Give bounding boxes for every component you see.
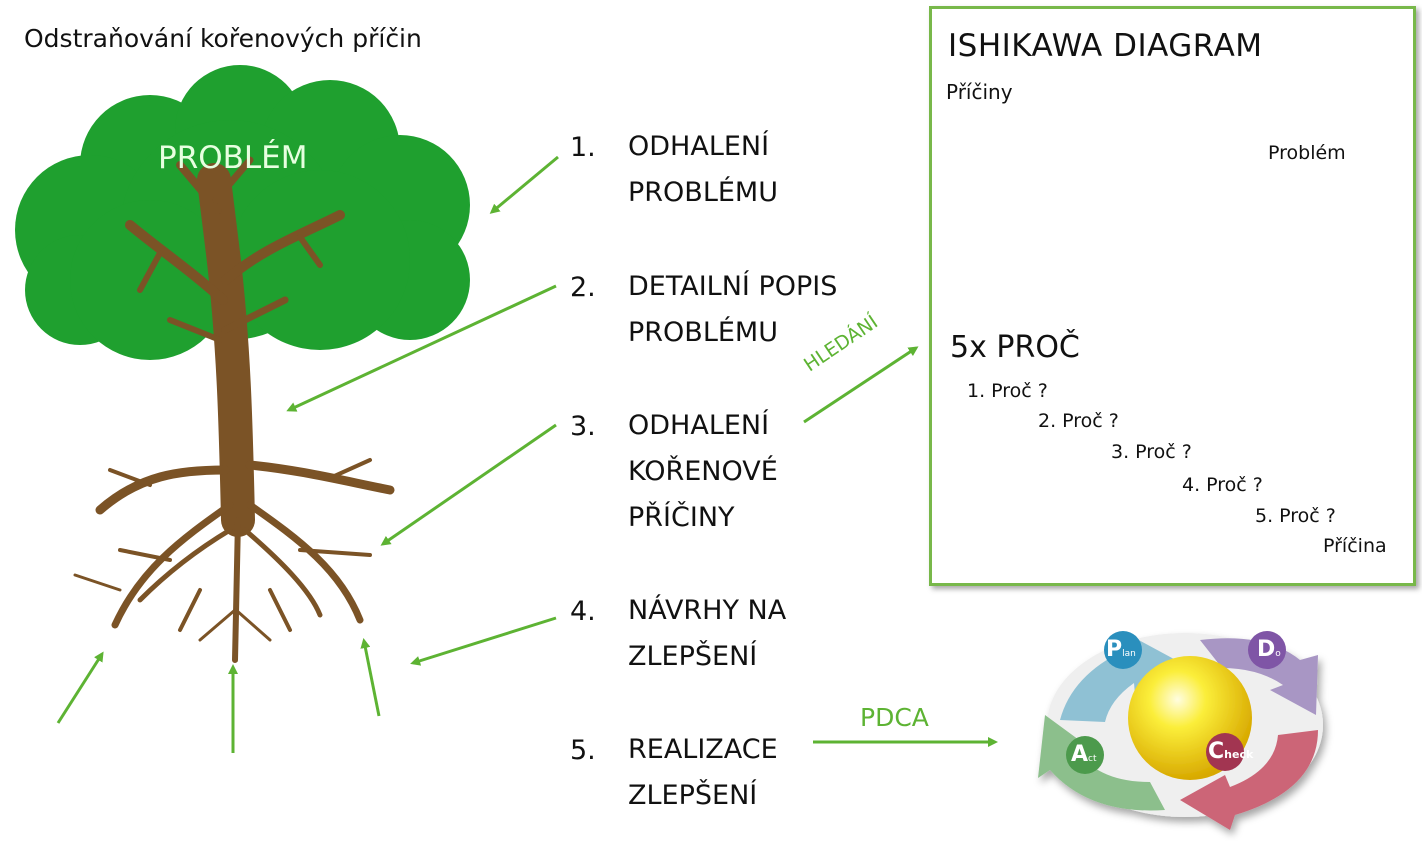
pdca-do-label: Do	[1257, 637, 1281, 662]
step-2-number: 2.	[570, 272, 596, 303]
step-3-text: ODHALENÍ KOŘENOVÉ PŘÍČINY	[628, 403, 778, 541]
why-5: 5. Proč ?	[1255, 505, 1336, 527]
step-5-line-2: ZLEPŠENÍ	[628, 780, 758, 811]
five-why-title: 5x PROČ	[950, 330, 1080, 365]
ishikawa-problem-label: Problém	[1268, 142, 1346, 164]
step-2-line-2: PROBLÉMU	[628, 317, 778, 348]
pdca-check-label: Check	[1208, 739, 1253, 764]
step-3-line-3: PŘÍČINY	[628, 502, 735, 533]
ishikawa-title: ISHIKAWA DIAGRAM	[948, 28, 1263, 64]
step-arrows	[56, 155, 998, 753]
step-3-number: 3.	[570, 411, 596, 442]
why-1: 1. Proč ?	[967, 380, 1048, 402]
why-4: 4. Proč ?	[1182, 474, 1263, 496]
step-3-line-2: KOŘENOVÉ	[628, 456, 778, 487]
step-2-line-1: DETAILNÍ POPIS	[628, 271, 838, 302]
ishikawa-causes-label: Příčiny	[946, 80, 1013, 104]
act-rest: ct	[1088, 754, 1097, 764]
plan-letter: P	[1106, 637, 1123, 662]
do-letter: D	[1257, 637, 1276, 662]
step-1-number: 1.	[570, 132, 596, 163]
pdca-badges	[1066, 631, 1286, 774]
step-5-line-1: REALIZACE	[628, 734, 778, 765]
tree-trunk	[73, 156, 395, 663]
step-4-line-1: NÁVRHY NA	[628, 595, 787, 626]
plan-rest: lan	[1122, 649, 1136, 659]
pdca-act-label: Act	[1071, 742, 1097, 767]
why-result: Příčina	[1323, 535, 1387, 557]
pdca-plan-label: Plan	[1106, 637, 1136, 662]
why-3: 3. Proč ?	[1111, 441, 1192, 463]
analysis-panel	[929, 6, 1416, 586]
step-4-line-2: ZLEPŠENÍ	[628, 641, 758, 672]
step-5-text: REALIZACE ZLEPŠENÍ	[628, 727, 778, 819]
step-1-text: ODHALENÍ PROBLÉMU	[628, 124, 778, 216]
step-2-text: DETAILNÍ POPIS PROBLÉMU	[628, 264, 837, 356]
tree-label: PROBLÉM	[158, 140, 308, 176]
step-1-line-2: PROBLÉMU	[628, 177, 778, 208]
step-1-line-1: ODHALENÍ	[628, 131, 770, 162]
act-letter: A	[1071, 742, 1089, 767]
pdca-label: PDCA	[860, 703, 929, 732]
page-title: Odstraňování kořenových příčin	[24, 24, 422, 53]
step-4-number: 4.	[570, 596, 596, 627]
step-5-number: 5.	[570, 735, 596, 766]
check-letter: C	[1208, 739, 1225, 764]
why-2: 2. Proč ?	[1038, 410, 1119, 432]
step-3-line-1: ODHALENÍ	[628, 410, 770, 441]
do-rest: o	[1275, 649, 1281, 659]
check-rest: heck	[1224, 748, 1254, 761]
step-4-text: NÁVRHY NA ZLEPŠENÍ	[628, 588, 786, 680]
